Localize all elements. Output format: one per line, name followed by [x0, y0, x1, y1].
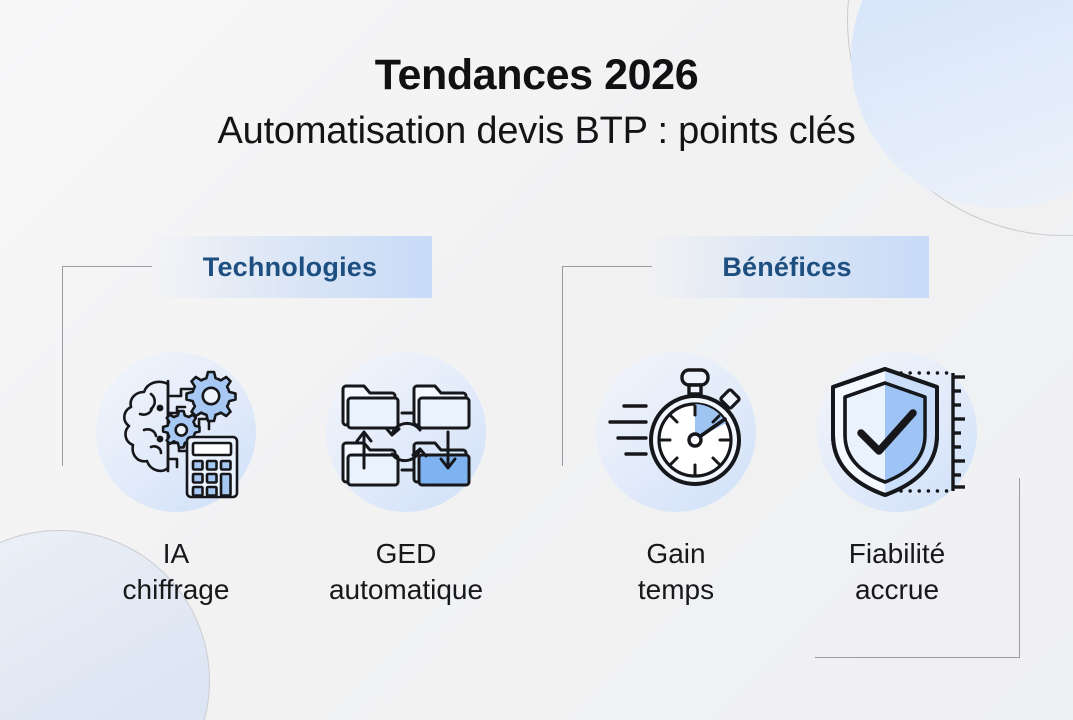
section-header-technologies: Technologies	[148, 236, 432, 298]
dial-ticks	[659, 404, 731, 476]
speed-lines	[608, 404, 648, 456]
title-block: Tendances 2026 Automatisation devis BTP …	[0, 52, 1073, 154]
icon-disc	[596, 352, 756, 512]
section-header-label: Bénéfices	[722, 251, 852, 282]
stopwatch-crown	[680, 368, 710, 396]
bracket-vertical-line	[1018, 478, 1020, 658]
icon-disc	[326, 352, 486, 512]
bracket-vertical-line	[62, 266, 64, 466]
folder-sync-icon	[341, 384, 471, 487]
ruler-scale	[951, 373, 965, 491]
item-ged-automatique: GED automatique	[306, 352, 506, 609]
folder-bottom-right-active	[412, 441, 471, 487]
page-subtitle: Automatisation devis BTP : points clés	[217, 110, 856, 153]
icon-disc	[817, 352, 977, 512]
stopwatch-knob	[719, 388, 741, 410]
page-title: Tendances 2026	[374, 51, 699, 99]
stopwatch-center-pin	[687, 432, 703, 448]
shield-inner-outline	[843, 381, 927, 484]
stopwatch-icon	[608, 368, 741, 486]
bracket-horizontal-line	[62, 266, 152, 268]
bracket-horizontal-line	[815, 656, 1020, 658]
item-label: GED automatique	[328, 538, 484, 606]
item-label: Gain temps	[637, 538, 715, 606]
brain-gear-calculator-icon	[123, 370, 239, 499]
check-icon	[857, 409, 917, 455]
section-header-label: Technologies	[202, 251, 378, 282]
sync-arrows-icon	[384, 421, 428, 463]
shield-outer-outline	[831, 367, 939, 497]
item-label: IA chiffrage	[122, 538, 230, 606]
folder-top-left	[341, 384, 400, 430]
bracket-horizontal-line	[562, 266, 652, 268]
item-gain-temps: Gain temps	[576, 352, 776, 609]
item-label: Fiabilité accrue	[848, 538, 946, 606]
stopwatch-elapsed-wedge	[695, 404, 726, 440]
bracket-vertical-line	[562, 266, 564, 466]
ruler-guide-dots	[899, 371, 951, 493]
folder-bottom-left	[341, 441, 400, 487]
connector-dashes	[400, 411, 414, 472]
section-header-benefices: Bénéfices	[645, 236, 929, 298]
folder-top-right	[412, 384, 471, 430]
item-ia-chiffrage: IA chiffrage	[76, 352, 276, 609]
shield-check-ruler-icon	[831, 367, 965, 497]
gear-large	[185, 370, 237, 423]
icon-disc	[96, 352, 256, 512]
calculator	[185, 435, 239, 499]
item-fiabilite-accrue: Fiabilité accrue	[797, 352, 997, 609]
